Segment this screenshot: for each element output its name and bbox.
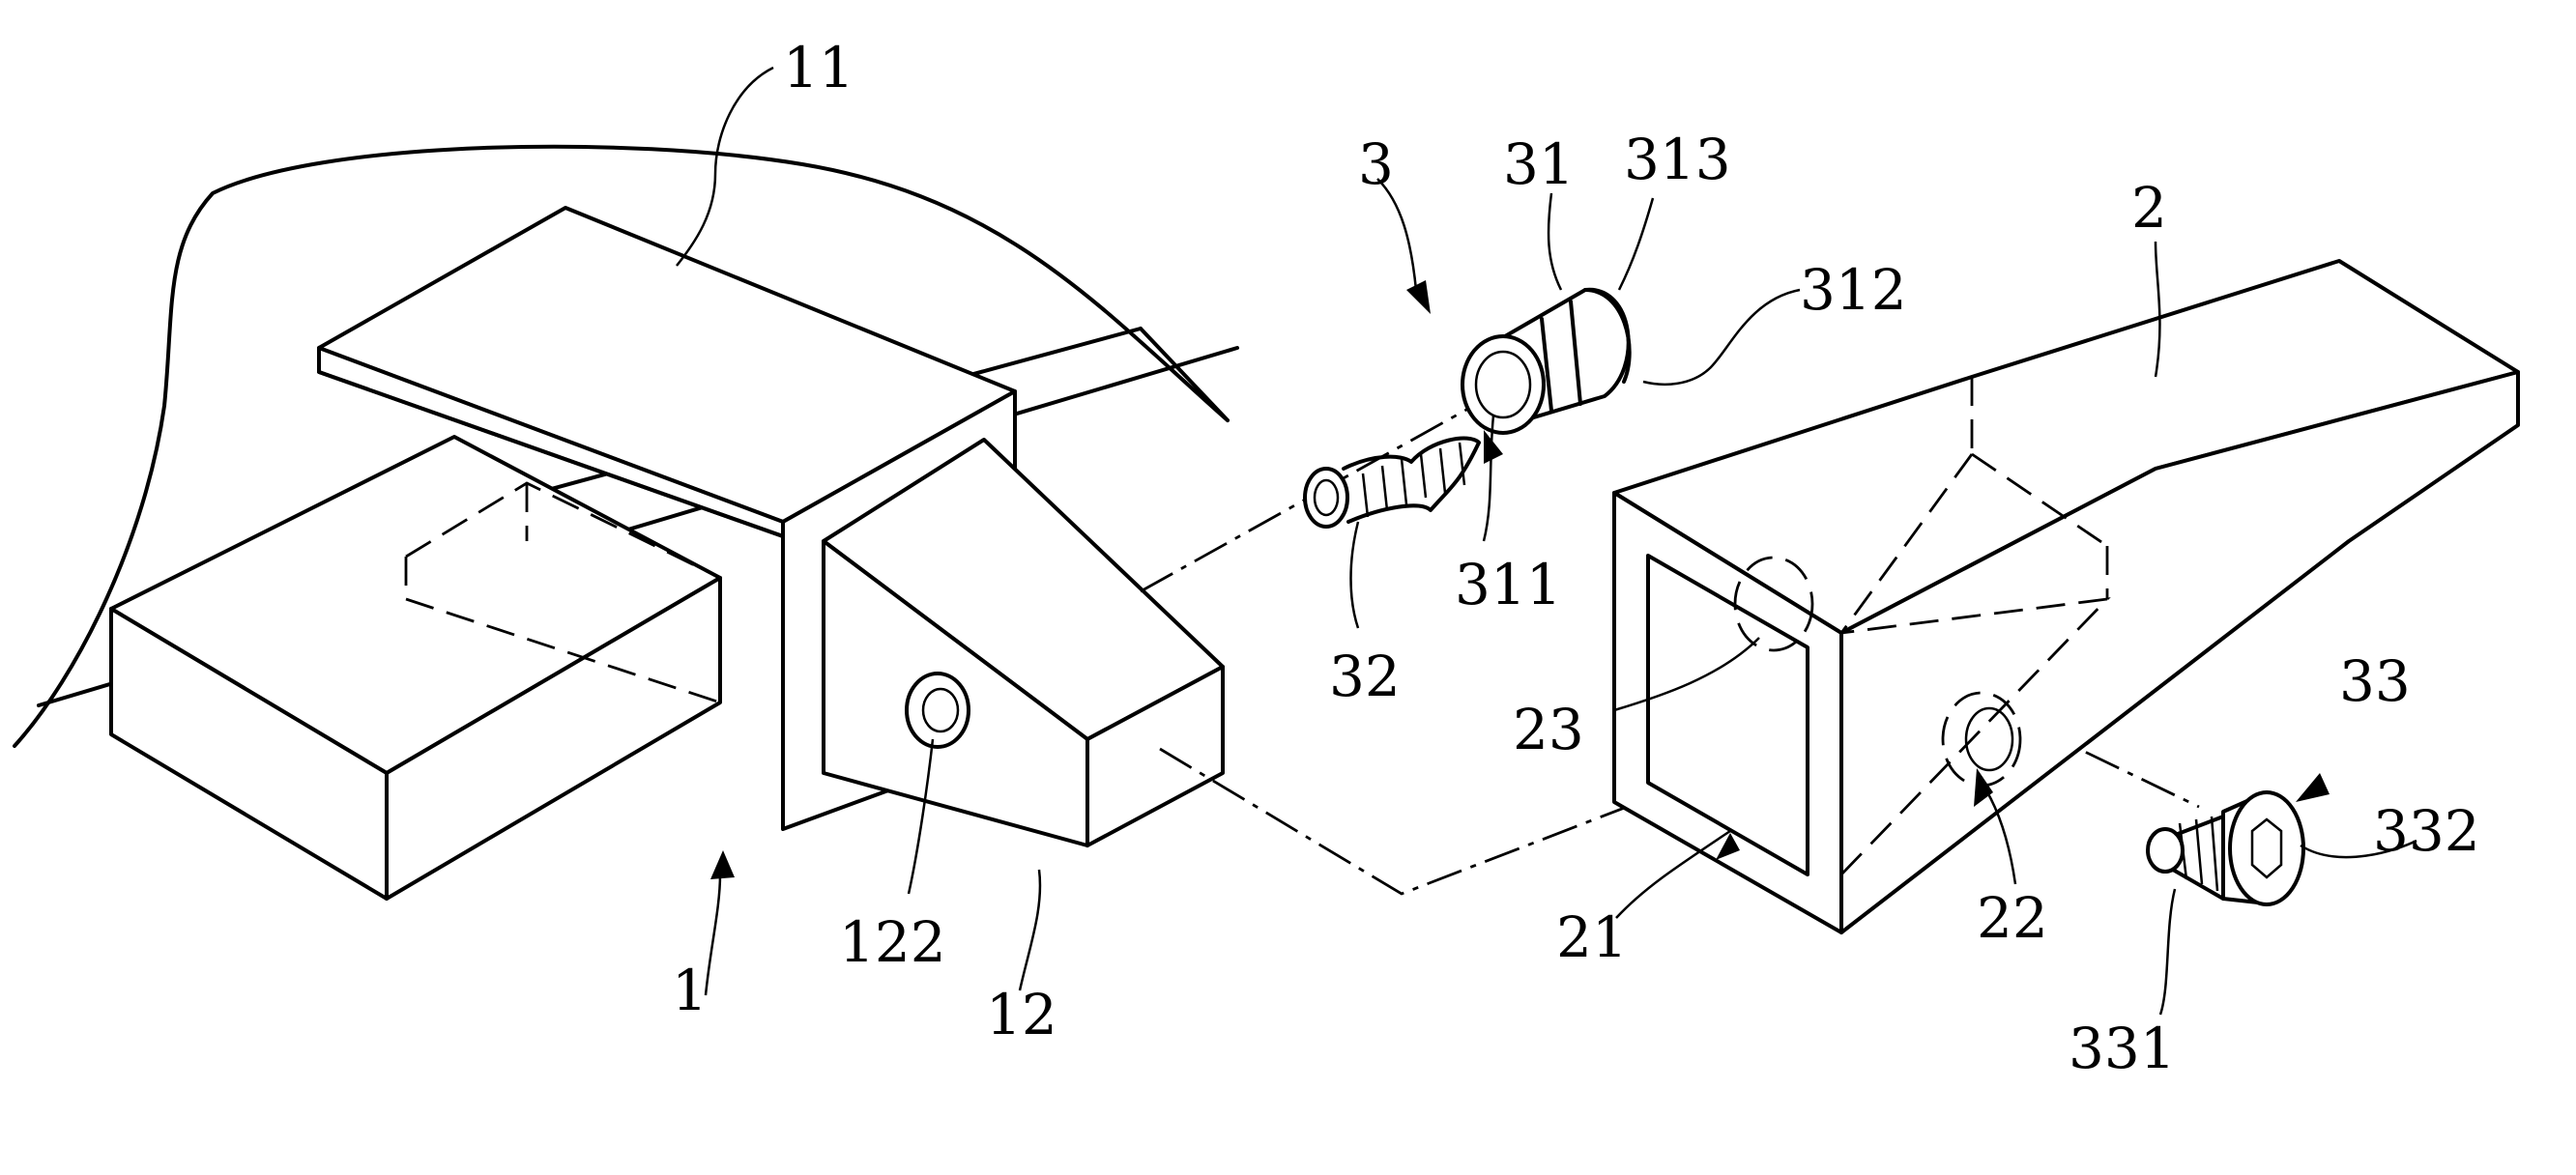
label-332: 332 bbox=[2373, 798, 2480, 864]
reference-labels: 11 3 31 313 312 2 311 32 23 33 332 21 22… bbox=[672, 35, 2480, 1081]
arrowheads bbox=[710, 280, 2330, 879]
label-311: 311 bbox=[1455, 552, 1562, 617]
bushing-31 bbox=[1461, 287, 1632, 435]
label-1: 1 bbox=[672, 958, 708, 1023]
jaw-insert bbox=[822, 438, 1225, 847]
threaded-hole-122 bbox=[905, 672, 970, 749]
jaw-recess-21 bbox=[1646, 554, 1809, 876]
sliding-rail bbox=[109, 435, 722, 901]
label-313: 313 bbox=[1624, 127, 1731, 192]
screw-33 bbox=[2146, 790, 2305, 906]
label-23: 23 bbox=[1513, 697, 1584, 762]
label-31: 31 bbox=[1503, 131, 1575, 197]
label-2: 2 bbox=[2131, 175, 2167, 241]
hidden-hole-23 bbox=[1733, 556, 1814, 652]
label-11: 11 bbox=[783, 35, 854, 100]
label-21: 21 bbox=[1556, 904, 1628, 970]
label-3: 3 bbox=[1358, 131, 1394, 197]
label-331: 331 bbox=[2069, 1016, 2176, 1081]
spring-32 bbox=[1303, 436, 1481, 529]
movable-jaw-front bbox=[1612, 491, 1843, 934]
jaw-insert-front bbox=[1085, 665, 1225, 847]
label-22: 22 bbox=[1977, 885, 2048, 951]
label-12: 12 bbox=[986, 982, 1057, 1047]
label-32: 32 bbox=[1329, 644, 1401, 709]
movable-jaw bbox=[1612, 259, 2520, 934]
label-122: 122 bbox=[839, 909, 946, 975]
wrench-head-outline bbox=[13, 144, 1230, 748]
label-33: 33 bbox=[2339, 648, 2411, 714]
label-312: 312 bbox=[1800, 257, 1907, 323]
leader-lines bbox=[676, 66, 2417, 1016]
